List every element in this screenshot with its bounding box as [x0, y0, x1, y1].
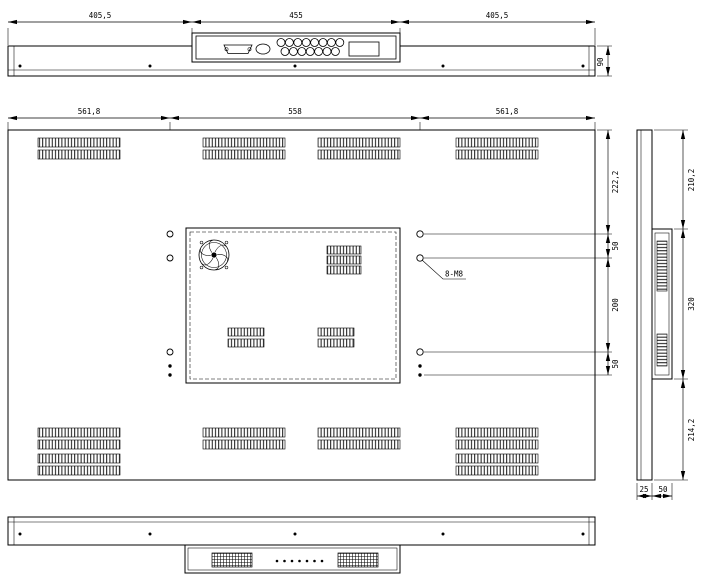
electronics-enclosure: [185, 227, 401, 384]
leader-line: [421, 259, 466, 280]
dim-label-rear-top-left: 561,8: [78, 107, 101, 116]
mounting-holes-right: [416, 230, 424, 377]
witness-lines: [424, 129, 612, 376]
mounting-hole: [416, 230, 424, 238]
dim-label-side-top: 210,2: [687, 169, 696, 192]
vent-grilles-top: [37, 137, 539, 160]
connector-panel: [191, 32, 401, 63]
dim-label-rear-top-center: 558: [288, 107, 302, 116]
vga-connector-icon: [223, 44, 253, 54]
fan-icon: [198, 239, 230, 271]
bottom-view: [7, 516, 596, 574]
dim-label-depth-panel: 25: [639, 485, 648, 494]
screw-dot: [168, 373, 172, 377]
dim-label-rear-right-top: 222,2: [611, 171, 620, 194]
side-panel-body: [636, 129, 653, 481]
bottom-view-body: [7, 516, 596, 546]
dim-label-top-height: 90: [596, 57, 605, 67]
hole-callout-label: 8-M8: [445, 270, 464, 279]
witness-lines: [7, 28, 596, 45]
dim-label-side-bottom: 214,2: [687, 419, 696, 442]
vent-grilles-bottom: [37, 427, 539, 476]
dim-label-rear-right-lower-gap: 50: [611, 359, 620, 369]
power-socket-icon: [348, 41, 380, 57]
dim-label-rear-right-upper-gap: 50: [611, 241, 620, 251]
dim-label-side-middle: 320: [687, 297, 696, 311]
dim-label-top-center: 455: [289, 11, 303, 20]
rca-jacks-row-2: [280, 47, 340, 56]
dim-label-depth-total: 50: [658, 485, 668, 494]
mounting-hole: [416, 348, 424, 356]
enclosure-vents: [227, 245, 362, 348]
top-view: 405,5 455 405,5: [7, 11, 612, 77]
screw-dot: [418, 364, 422, 368]
dim-label-rear-right-middle: 200: [611, 298, 620, 312]
mounting-hole: [416, 254, 424, 262]
screw-dot: [418, 373, 422, 377]
screw-dots: [18, 532, 585, 536]
din-connector-icon: [255, 43, 271, 55]
speaker-grille-left: [211, 552, 253, 568]
mounting-hole: [166, 348, 174, 356]
side-enclosure-inner: [654, 232, 670, 376]
mounting-hole: [166, 230, 174, 238]
rca-jacks-row-1: [276, 38, 345, 47]
speaker-bar: [184, 544, 401, 574]
side-vent-lower: [656, 333, 668, 367]
dim-label-rear-top-right: 561,8: [496, 107, 519, 116]
rear-view: 561,8 558 561,8: [7, 107, 620, 481]
button-dots: [275, 559, 324, 563]
side-view: 210,2 320 214,2 25 50: [636, 129, 696, 500]
dim-label-top-left: 405,5: [89, 11, 112, 20]
mounting-hole: [166, 254, 174, 262]
mounting-holes-left: [166, 230, 174, 377]
screw-dot: [168, 364, 172, 368]
side-vent-upper: [656, 240, 668, 292]
screw-dots: [18, 64, 585, 68]
dim-label-top-right: 405,5: [486, 11, 509, 20]
speaker-grille-right: [337, 552, 379, 568]
